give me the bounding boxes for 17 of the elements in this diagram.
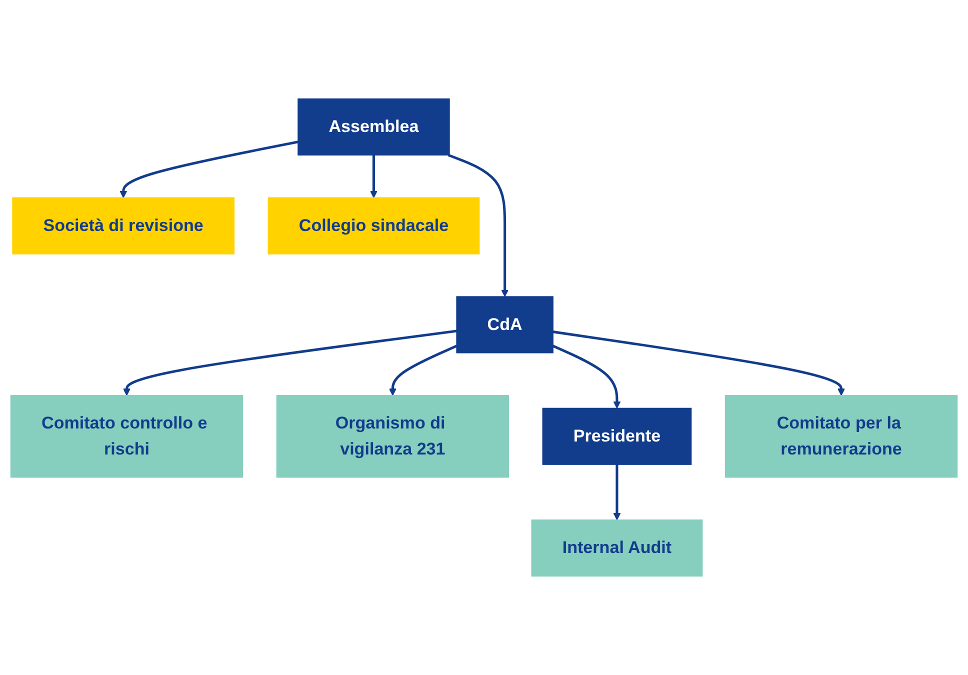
arrow: [552, 344, 621, 409]
node-box: Collegio sindacale: [268, 197, 480, 254]
node-box: Comitato controllo e rischi: [10, 395, 244, 478]
arrow: [448, 154, 509, 297]
arrow: [613, 464, 621, 520]
arrow: [123, 330, 457, 396]
node-box: Società di revisione: [12, 197, 235, 254]
arrow: [388, 344, 458, 396]
arrow: [552, 330, 845, 396]
arrow: [370, 155, 378, 198]
arrow: [120, 140, 298, 198]
node-box: Assemblea: [298, 98, 450, 156]
node-box: Organismo di vigilanza 231: [276, 395, 510, 478]
node-box: CdA: [456, 296, 554, 354]
node-box: Presidente: [542, 408, 692, 465]
node-box: Internal Audit: [531, 519, 703, 577]
node-box: Comitato per la remunerazione: [724, 395, 958, 478]
